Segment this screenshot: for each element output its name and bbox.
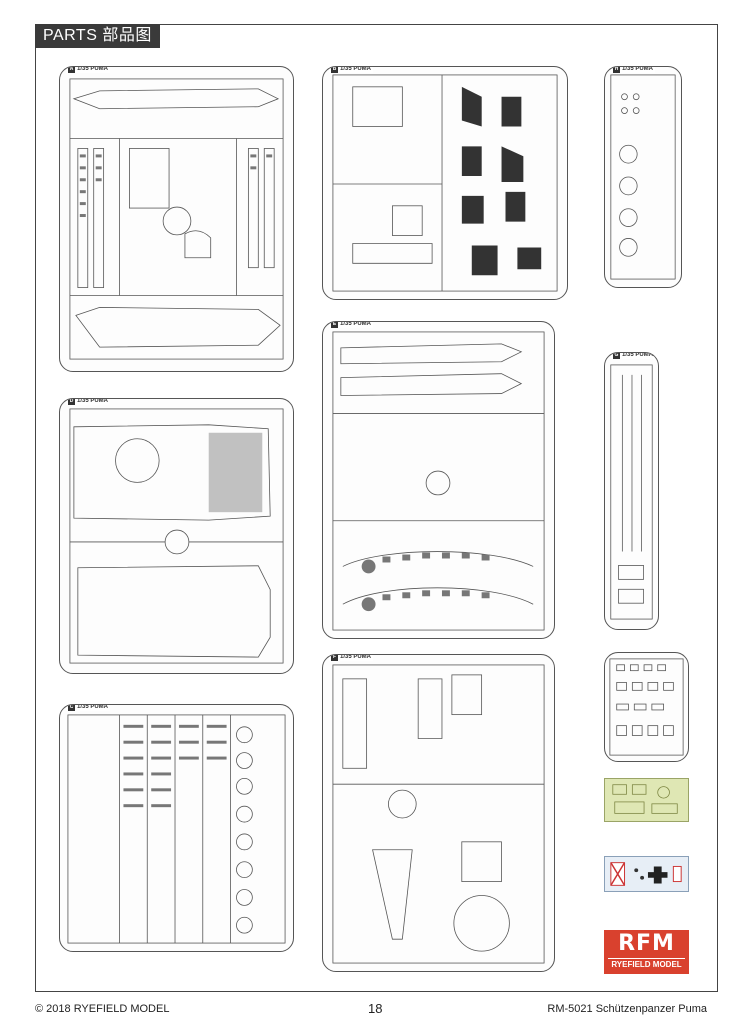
- sprue-f-parts-drawing: [332, 664, 545, 964]
- footer-copyright: © 2018 RYEFIELD MODEL: [35, 1003, 170, 1015]
- decal-drawing: [610, 862, 682, 886]
- sprue-b-parts-drawing: [332, 74, 558, 292]
- sprue-j-parts-drawing: [609, 658, 684, 756]
- sprue-j: [604, 652, 689, 762]
- sprue-e-parts-drawing: [332, 331, 545, 631]
- sprue-c-parts-drawing: [67, 714, 286, 944]
- logo-text: RYEFIELD MODEL: [608, 958, 685, 971]
- photo-etch-sheet: [604, 778, 689, 822]
- sprue-h-parts-drawing: [610, 74, 676, 280]
- footer-product: RM-5021 Schützenpanzer Puma: [547, 1003, 707, 1015]
- ryefield-logo: RFM RYEFIELD MODEL: [604, 930, 689, 974]
- footer-page-number: 18: [368, 1001, 383, 1016]
- page-frame: [35, 24, 718, 992]
- decal-sheet: [604, 856, 689, 892]
- logo-mark: RFM: [618, 931, 675, 956]
- sprue-a-parts-drawing: [69, 78, 284, 360]
- sprue-d-parts-drawing: [69, 408, 284, 664]
- photo-etch-drawing: [612, 784, 678, 814]
- page-title: PARTS 部品图: [35, 24, 160, 48]
- sprue-g-parts-drawing: [610, 364, 653, 620]
